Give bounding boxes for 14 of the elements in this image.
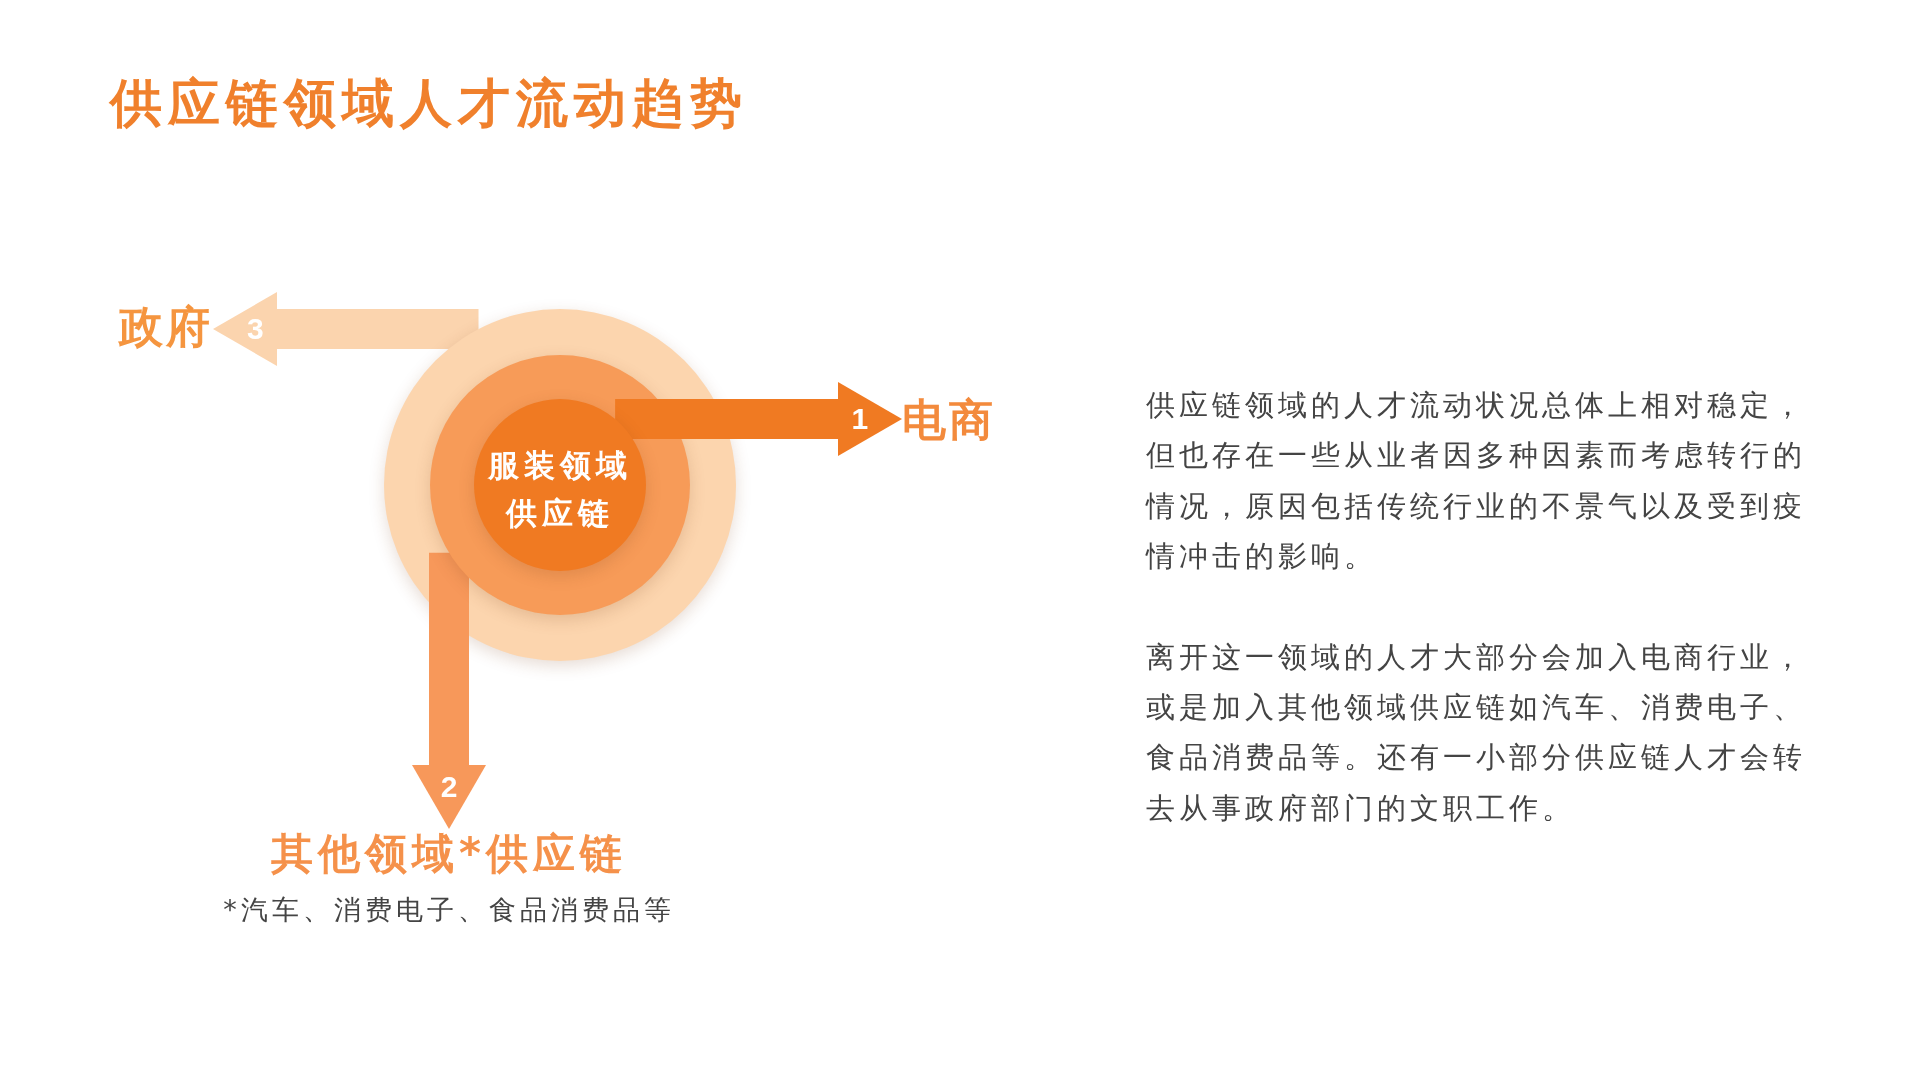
body-text: 离开这一领域的人才大部分会加入电商行业，或是加入其他领域供应链如汽车、消费电子、食品消费品等。还有一小部分供应链人才会转去从事政府部门的文职工作。 (1146, 638, 1807, 827)
arrow (615, 382, 902, 456)
footnote-text: *汽车、消费电子、食品消费品等 (223, 893, 675, 927)
body-text: 供应链领域的人才流动状况总体上相对稳定，但也存在一些从业者因多种因素而考虑转行的情况，原因包括传统行业的不景气以及受到疫情冲击的影响。 (1146, 387, 1807, 576)
step-number: 2 (440, 769, 458, 804)
step-number: 3 (246, 312, 264, 346)
arrow (213, 292, 479, 366)
destination-label: 电商 (902, 393, 996, 446)
arrow (412, 552, 486, 829)
center-label: 服装领域供应链 (486, 446, 633, 533)
diagram-title: 供应链领域人才流动趋势 (110, 72, 748, 134)
destination-label: 其他领域*供应链 (271, 829, 627, 879)
destination-label: 政府 (119, 300, 213, 353)
step-number: 1 (851, 402, 869, 436)
